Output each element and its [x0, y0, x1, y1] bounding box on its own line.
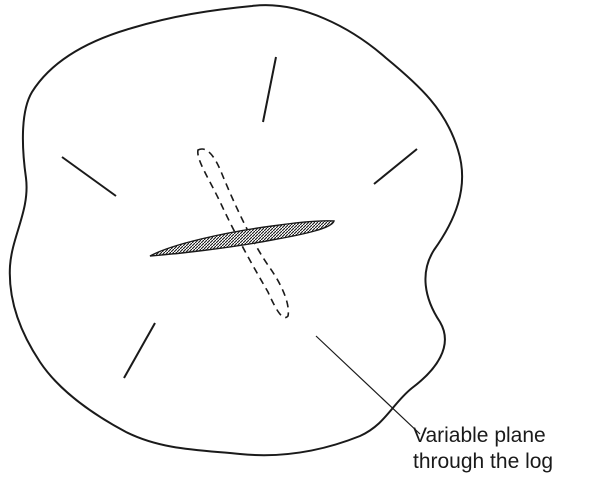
shaded-crack — [150, 221, 334, 256]
leader-line — [316, 336, 420, 434]
annotation-label-line-2: through the log — [413, 450, 553, 474]
radial-check-lower-left — [124, 323, 155, 378]
radial-check-upper-left — [62, 157, 116, 196]
radial-check-top — [263, 57, 276, 122]
log-outline — [10, 5, 462, 455]
annotation-label-line-1: Variable plane — [413, 424, 546, 448]
radial-check-upper-right — [374, 149, 417, 184]
